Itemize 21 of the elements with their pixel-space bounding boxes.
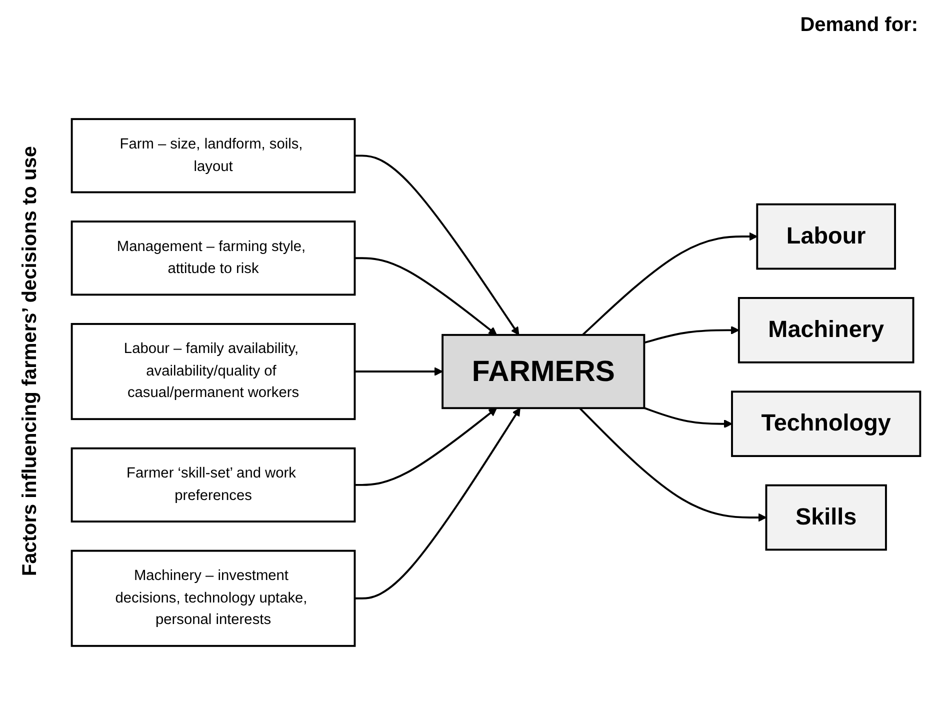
node-box: FARMERS — [442, 334, 646, 410]
node-box: Skills — [765, 484, 887, 551]
arrow — [354, 154, 520, 336]
arrow — [644, 407, 732, 428]
node-box: Farmer ‘skill-set’ and work preferences — [70, 447, 356, 522]
node-box: Technology — [731, 390, 922, 458]
arrow — [354, 257, 498, 336]
node-box: Machinery — [738, 297, 914, 364]
arrow — [354, 367, 443, 376]
node-box: Management – farming style, attitude to risk — [70, 220, 356, 296]
node-box: Farm – size, landform, soils, layout — [70, 118, 356, 194]
node-box: Labour — [756, 203, 896, 270]
arrow — [582, 232, 758, 336]
node-box: Machinery – investment decisions, technology uptake, personal interests — [70, 550, 356, 647]
arrow — [578, 407, 767, 522]
node-box: Labour – family availability, availability/quality of casual/permanent workers — [70, 322, 356, 420]
arrow — [354, 408, 498, 486]
arrow — [644, 326, 740, 344]
arrow — [354, 408, 520, 600]
axis-heading: Factors influencing farmers’ decisions to use — [18, 146, 42, 577]
column-heading: Demand for: — [800, 14, 918, 36]
